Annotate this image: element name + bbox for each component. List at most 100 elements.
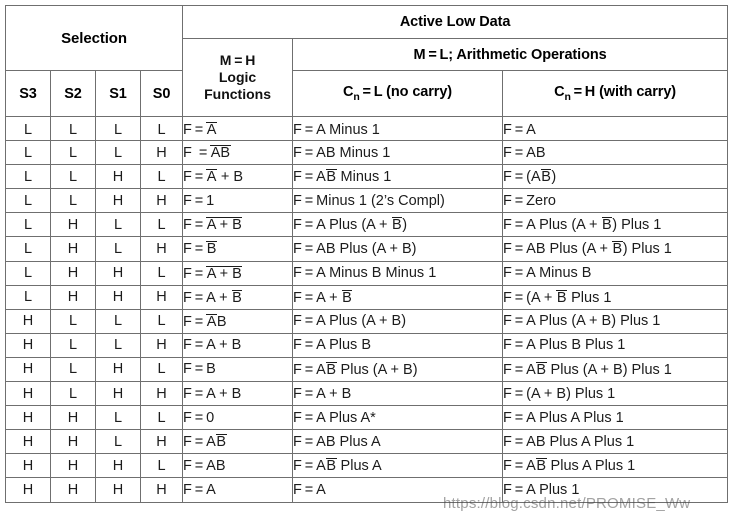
cell-cn-low: F = AB Plus (A + B)	[292, 236, 504, 262]
cell-s1: L	[95, 140, 141, 166]
cell-cn-low: F = A Minus 1	[292, 115, 504, 142]
cell-cn-low: F = A Plus A*	[292, 405, 504, 431]
cell-s2: H	[50, 260, 96, 286]
header-cn-low: Cn = L (no carry)	[292, 70, 504, 117]
cell-logic-function: F = AB	[182, 308, 294, 334]
cell-s3: H	[5, 405, 51, 431]
cell-cn-low: F = AB Plus A	[292, 429, 504, 455]
cell-s2: H	[50, 284, 96, 310]
cell-s3: L	[5, 188, 51, 214]
cell-s0: L	[139, 356, 184, 383]
cell-s1: H	[95, 188, 141, 214]
cell-s0: H	[139, 477, 184, 503]
cell-cn-low: F = A Plus B	[292, 332, 504, 358]
header-selection: Selection	[4, 5, 184, 71]
alu-function-table: Selection Active Low Data M = H Logic Fu…	[4, 5, 729, 503]
header-active-low-data: Active Low Data	[182, 5, 729, 39]
cell-s2: L	[50, 140, 96, 166]
cell-logic-function: F = A + B	[182, 212, 294, 238]
cell-s1: H	[95, 356, 141, 383]
cell-s0: H	[139, 284, 184, 310]
cell-s3: L	[5, 140, 51, 166]
cell-s0: H	[139, 381, 184, 407]
cell-logic-function: F = A	[182, 477, 294, 503]
header-logic-line1: Logic	[218, 69, 257, 85]
cell-cn-high: F = A	[502, 115, 729, 142]
table-head: Selection Active Low Data M = H Logic Fu…	[4, 5, 729, 117]
cell-cn-low: F = A	[292, 477, 504, 503]
cell-s0: H	[139, 332, 184, 358]
cell-s1: L	[95, 405, 141, 431]
cell-s2: L	[50, 164, 96, 190]
header-logic-functions: M = H Logic Functions	[182, 38, 294, 117]
cell-s2: L	[50, 308, 96, 334]
cell-s3: L	[5, 115, 51, 142]
cell-s0: L	[139, 164, 184, 190]
cell-cn-high: F = AB Plus A Plus 1	[502, 429, 729, 455]
cell-cn-high: F = A Plus A Plus 1	[502, 405, 729, 431]
cell-s3: H	[5, 381, 51, 407]
cell-s3: L	[5, 236, 51, 262]
cell-s0: L	[139, 260, 184, 286]
cell-cn-high: F = (A + B) Plus 1	[502, 381, 729, 407]
cell-s0: L	[139, 405, 184, 431]
cell-cn-low: F = Minus 1 (2’s Compl)	[292, 188, 504, 214]
cell-s1: L	[95, 115, 141, 142]
cell-logic-function: F = B	[182, 356, 294, 383]
cell-s2: L	[50, 356, 96, 383]
cell-logic-function: F = AB	[182, 453, 294, 479]
cell-cn-high: F = A Plus (A + B) Plus 1	[502, 308, 729, 334]
cell-s3: L	[5, 284, 51, 310]
alu-function-table-image: https://blog.csdn.net/PROMISE_Ww Selecti…	[0, 5, 738, 527]
cell-s3: L	[5, 164, 51, 190]
cell-s0: H	[139, 429, 184, 455]
cell-s1: L	[95, 236, 141, 262]
cell-s1: H	[95, 164, 141, 190]
header-row-2: M = H Logic Functions M = L; Arithmetic …	[6, 38, 729, 117]
cell-s1: H	[95, 260, 141, 286]
cell-cn-high: F = AB	[502, 140, 729, 166]
cell-s0: L	[139, 212, 184, 238]
cell-cn-high: F = (A + B Plus 1	[502, 284, 729, 310]
cell-s3: H	[5, 477, 51, 503]
cell-cn-high: F = A Plus B Plus 1	[502, 332, 729, 358]
header-s1: S1	[95, 70, 141, 117]
subscript-n: n	[564, 90, 571, 103]
cell-s0: H	[139, 236, 184, 262]
cell-s0: L	[139, 115, 184, 142]
cell-cn-low: F = A + B	[292, 284, 504, 310]
cell-logic-function: F = A + B	[182, 260, 294, 286]
cell-cn-low: F = A Minus B Minus 1	[292, 260, 504, 286]
header-cn-high: Cn = H (with carry)	[502, 70, 729, 117]
cell-s2: L	[50, 188, 96, 214]
cell-s0: L	[139, 453, 184, 479]
cell-s2: H	[50, 405, 96, 431]
cell-s1: L	[95, 308, 141, 334]
header-s3: S3	[5, 70, 51, 117]
cell-logic-function: F = A + B	[182, 164, 294, 190]
cell-logic-function: F = A	[182, 115, 294, 142]
cell-cn-low: F = AB Plus (A + B)	[292, 356, 504, 383]
cell-logic-function: F = B	[182, 236, 294, 262]
cell-logic-function: F = 1	[182, 188, 294, 214]
header-row-1: Selection Active Low Data	[4, 5, 729, 71]
cell-s0: H	[139, 188, 184, 214]
cell-logic-function: F = A + B	[182, 284, 294, 310]
cell-cn-high: F = AB Plus (A + B) Plus 1	[502, 356, 729, 383]
cell-cn-low: F = AB Plus A	[292, 453, 504, 479]
cell-logic-function: F = AB	[182, 429, 294, 455]
cell-s2: L	[50, 115, 96, 142]
subscript-n: n	[353, 90, 360, 103]
cell-s3: H	[5, 308, 51, 334]
cell-cn-high: F = AB Plus A Plus 1	[502, 453, 729, 479]
cell-s0: L	[139, 308, 184, 334]
